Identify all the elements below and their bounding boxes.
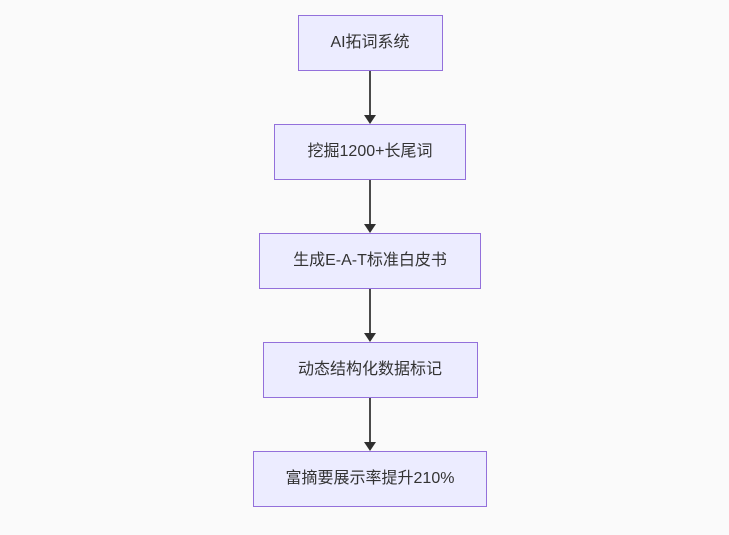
node-label: AI拓词系统 xyxy=(330,34,410,52)
arrowhead-down-icon xyxy=(364,224,376,233)
node-label: 动态结构化数据标记 xyxy=(297,361,442,379)
edge-line xyxy=(369,398,371,442)
node-label: 富摘要展示率提升210% xyxy=(285,470,455,488)
node-label: 生成E-A-T标准白皮书 xyxy=(293,252,447,270)
flowchart-edge-3-4 xyxy=(364,289,376,342)
arrowhead-down-icon xyxy=(364,115,376,124)
flowchart-edge-1-2 xyxy=(364,71,376,124)
flowchart-node-rich-snippet-result: 富摘要展示率提升210% xyxy=(253,451,487,507)
flowchart: AI拓词系统 挖掘1200+长尾词 生成E-A-T标准白皮书 动态结构化数据标记 xyxy=(253,15,487,507)
arrowhead-down-icon xyxy=(364,333,376,342)
flowchart-edge-2-3 xyxy=(364,180,376,233)
edge-line xyxy=(369,180,371,224)
flowchart-node-structured-data-markup: 动态结构化数据标记 xyxy=(262,342,478,398)
flowchart-node-ai-word-system: AI拓词系统 xyxy=(297,15,443,71)
arrowhead-down-icon xyxy=(364,442,376,451)
edge-line xyxy=(369,71,371,115)
flowchart-node-eat-whitepaper: 生成E-A-T标准白皮书 xyxy=(259,233,481,289)
flowchart-edge-4-5 xyxy=(364,398,376,451)
node-label: 挖掘1200+长尾词 xyxy=(307,143,433,161)
flowchart-node-longtail-mining: 挖掘1200+长尾词 xyxy=(274,124,466,180)
edge-line xyxy=(369,289,371,333)
